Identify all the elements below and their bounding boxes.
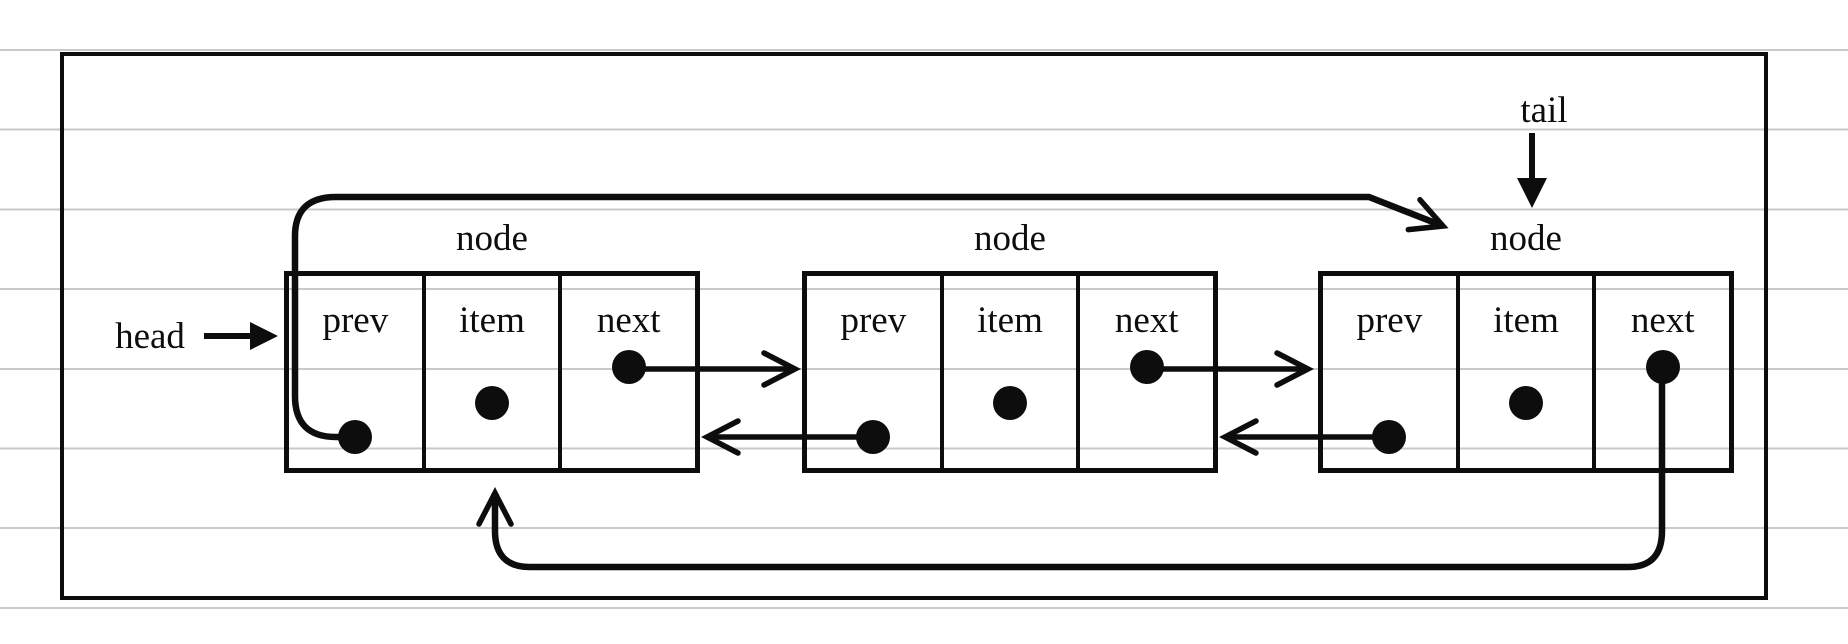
cell-label: next: [1114, 300, 1179, 341]
cell-prev: prev: [807, 276, 940, 468]
head-label: head: [115, 316, 185, 357]
cell-label: prev: [1356, 300, 1423, 341]
cell-label: next: [596, 300, 661, 341]
outer-frame: [60, 52, 1768, 600]
pointer-dot: [1509, 386, 1543, 420]
pointer-dot: [856, 420, 891, 454]
node-group-3: node prev item next: [1318, 220, 1734, 476]
node-group-2: node prev item next: [802, 220, 1218, 476]
cell-label: prev: [840, 300, 907, 341]
cell-label: next: [1630, 300, 1695, 341]
cell-item: item: [421, 276, 559, 468]
cell-next: next: [558, 276, 695, 468]
cell-prev: prev: [1323, 276, 1456, 468]
pointer-dot: [1129, 350, 1164, 384]
pointer-dot: [1372, 420, 1407, 454]
cell-item: item: [939, 276, 1077, 468]
pointer-dot: [611, 350, 646, 384]
cell-label: item: [977, 300, 1043, 341]
node-group-1: node prev item next: [284, 220, 700, 476]
pointer-dot: [475, 386, 509, 420]
tail-label: tail: [1520, 90, 1568, 131]
node-title: node: [974, 218, 1046, 259]
cell-label: item: [459, 300, 525, 341]
pointer-dot: [338, 420, 373, 454]
cell-item: item: [1455, 276, 1593, 468]
node-title: node: [456, 218, 528, 259]
cell-prev: prev: [289, 276, 422, 468]
pointer-dot: [993, 386, 1027, 420]
cell-next: next: [1076, 276, 1213, 468]
cell-next: next: [1592, 276, 1729, 468]
pointer-dot: [1645, 350, 1680, 384]
node-table: prev item next: [284, 271, 700, 473]
cell-label: prev: [322, 300, 389, 341]
node-title: node: [1490, 218, 1562, 259]
node-table: prev item next: [802, 271, 1218, 473]
node-table: prev item next: [1318, 271, 1734, 473]
cell-label: item: [1493, 300, 1559, 341]
